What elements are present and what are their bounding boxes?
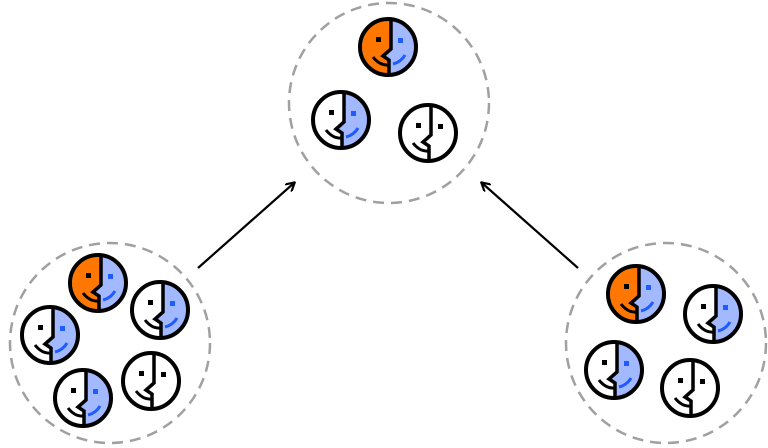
- face-left-half: [23, 306, 53, 363]
- face-white: [660, 358, 721, 418]
- right-eye: [170, 301, 175, 306]
- right-eye: [624, 361, 629, 366]
- group-boundary: [8, 241, 212, 445]
- face-outline: [20, 305, 80, 365]
- arrow-left-to-top: [197, 183, 294, 269]
- face-divider: [380, 19, 393, 75]
- face-left-half: [361, 18, 391, 76]
- left-eye: [602, 360, 607, 365]
- left-eye: [38, 325, 43, 330]
- left-eye: [71, 388, 76, 393]
- face-outline: [398, 103, 458, 163]
- face-orange: [68, 253, 129, 313]
- right-eye: [161, 372, 166, 377]
- face-outline: [358, 17, 418, 77]
- smile-right: [345, 127, 360, 139]
- face-left-half: [686, 285, 716, 342]
- face-divider: [42, 307, 55, 363]
- face-white: [398, 103, 459, 163]
- face-orange: [358, 17, 419, 77]
- smile-right: [392, 54, 407, 66]
- group-right: [564, 241, 768, 445]
- face-divider: [143, 353, 156, 409]
- face-divider: [606, 342, 619, 398]
- face-divider: [420, 105, 433, 161]
- right-eye: [438, 124, 443, 129]
- face-divider: [75, 370, 88, 426]
- face-blue: [584, 340, 645, 400]
- face-orange: [606, 264, 667, 324]
- face-left-half: [609, 265, 639, 322]
- left-eye: [678, 378, 683, 383]
- right-eye: [700, 379, 705, 384]
- left-eye: [139, 371, 144, 376]
- face-left-half: [71, 254, 101, 311]
- face-divider: [333, 92, 346, 148]
- left-eye: [329, 110, 334, 115]
- face-divider: [705, 286, 718, 342]
- left-eye: [624, 284, 629, 289]
- group-boundary: [287, 1, 491, 205]
- smile-right: [164, 317, 179, 329]
- face-outline: [606, 264, 666, 324]
- face-left-half: [314, 91, 344, 148]
- face-left-half: [587, 341, 617, 398]
- face-outline: [121, 351, 181, 411]
- smile-right: [618, 377, 633, 389]
- face-blue: [130, 280, 191, 340]
- face-left-half: [124, 352, 154, 409]
- right-eye: [93, 389, 98, 394]
- face-left-half: [401, 104, 431, 161]
- face-outline: [130, 280, 190, 340]
- group-left: [8, 241, 212, 445]
- arrow-right-to-top: [482, 183, 579, 269]
- smile-right: [717, 321, 732, 333]
- left-eye: [86, 273, 91, 278]
- face-left-half: [133, 281, 163, 338]
- face-divider: [152, 282, 165, 338]
- smile-right: [54, 342, 69, 354]
- right-eye: [351, 111, 356, 116]
- face-left-half: [663, 359, 693, 416]
- face-blue: [53, 368, 114, 428]
- face-blue: [311, 90, 372, 150]
- face-outline: [68, 253, 128, 313]
- right-eye: [398, 38, 403, 43]
- group-boundary: [564, 241, 768, 445]
- face-white: [121, 351, 182, 411]
- face-outline: [53, 368, 113, 428]
- left-eye: [701, 304, 706, 309]
- face-outline: [584, 340, 644, 400]
- right-eye: [723, 305, 728, 310]
- group-top: [287, 1, 491, 205]
- face-divider: [628, 266, 641, 322]
- right-eye: [60, 326, 65, 331]
- face-divider: [682, 360, 695, 416]
- face-divider: [90, 255, 103, 311]
- left-eye: [148, 300, 153, 305]
- left-eye: [416, 123, 421, 128]
- smile-right: [102, 290, 117, 302]
- face-outline: [683, 284, 743, 344]
- face-left-half: [56, 369, 86, 426]
- smile-right: [87, 405, 102, 417]
- smile-right: [640, 301, 655, 313]
- face-outline: [660, 358, 720, 418]
- right-eye: [646, 285, 651, 290]
- face-blue: [20, 305, 81, 365]
- face-outline: [311, 90, 371, 150]
- face-blue: [683, 284, 744, 344]
- left-eye: [376, 37, 381, 42]
- right-eye: [108, 274, 113, 279]
